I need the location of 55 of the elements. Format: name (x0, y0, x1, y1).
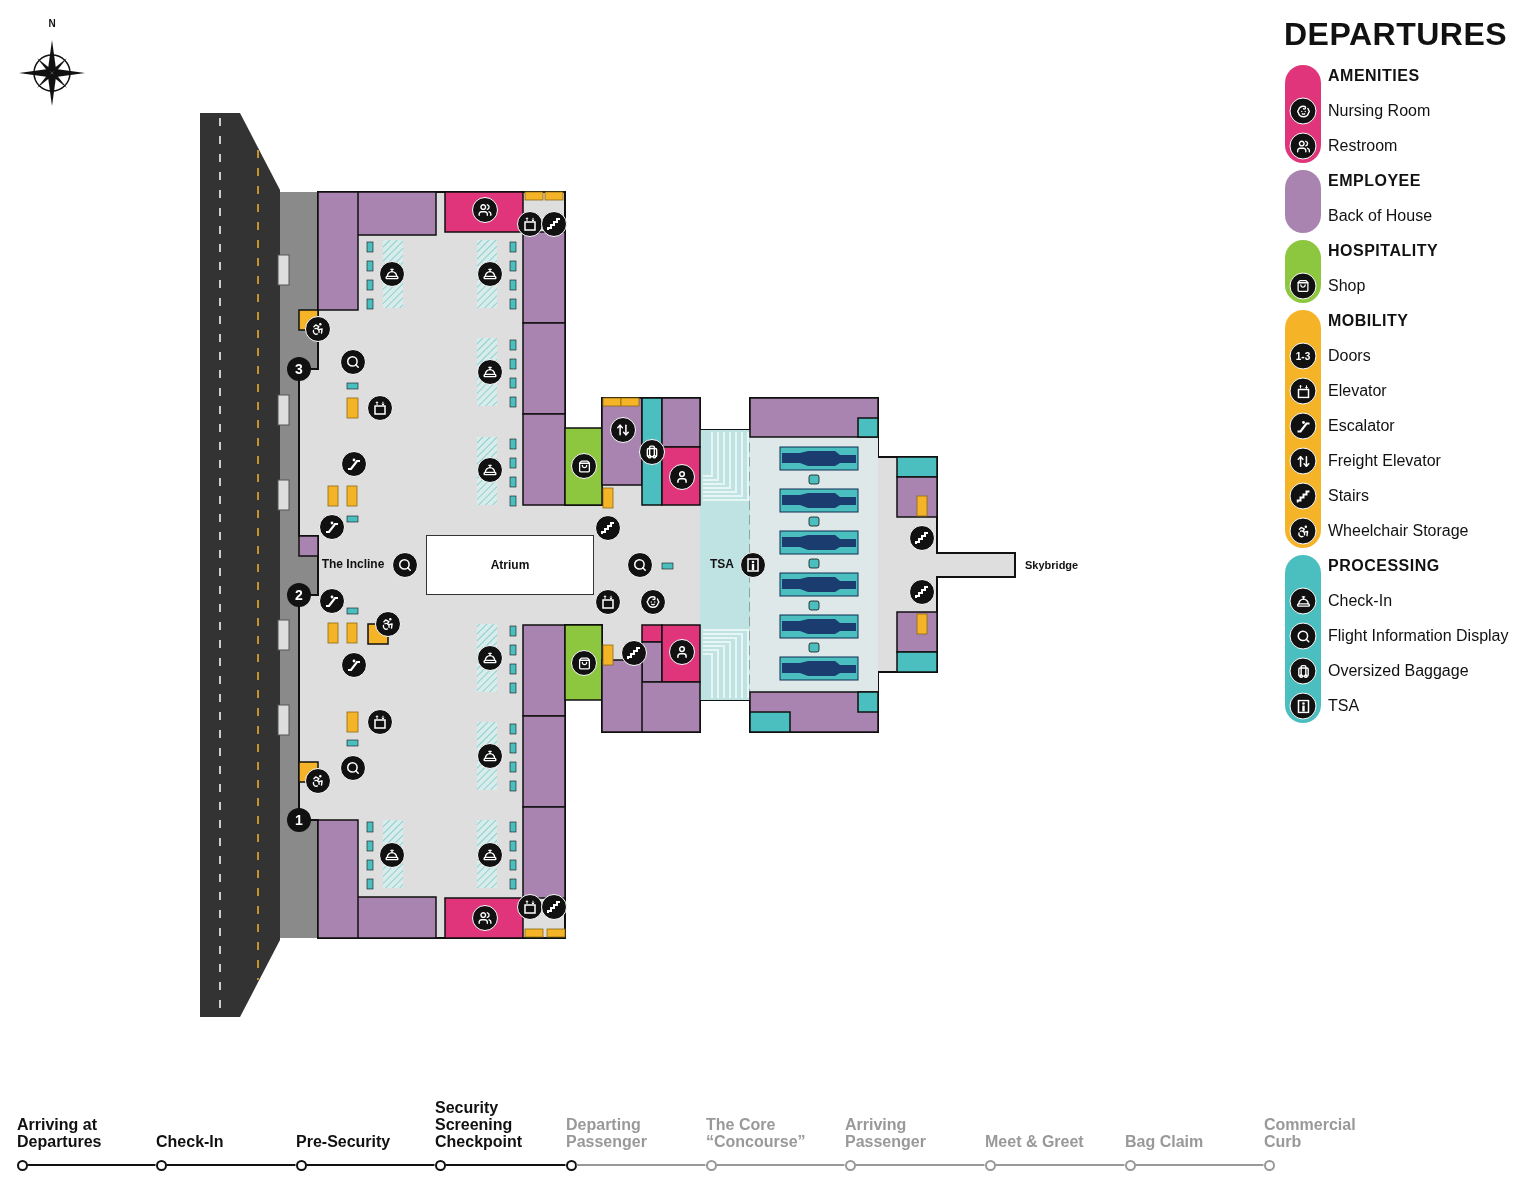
timeline-line (715, 1164, 846, 1166)
timeline-line (994, 1164, 1126, 1166)
legend-item: Stairs (1328, 487, 1369, 505)
stage-label: Arriving Passenger (845, 1116, 927, 1150)
legend-category: AMENITIES (1328, 67, 1420, 85)
legend-item: Nursing Room (1328, 102, 1431, 120)
stage-label: Security Screening Checkpoint (435, 1099, 524, 1150)
legend-category: MOBILITY (1328, 312, 1409, 330)
legend-item: Doors (1328, 347, 1371, 365)
legend-item: Back of House (1328, 207, 1433, 225)
legend-item: Freight Elevator (1328, 452, 1441, 470)
stage-label: Check-In (156, 1133, 225, 1150)
timeline-stop (1124, 1159, 1136, 1171)
legend-item: TSA (1328, 697, 1360, 715)
legend-item: Elevator (1328, 382, 1387, 400)
compass-letter: N (48, 17, 56, 29)
legend-item: Check-In (1328, 592, 1393, 610)
timeline-stop (434, 1159, 446, 1171)
timeline-line (305, 1164, 436, 1166)
timeline-stop (1263, 1159, 1275, 1171)
stage-label: Pre-Security (296, 1133, 392, 1150)
legend-item: Restroom (1328, 137, 1398, 155)
area-label: The Incline (321, 558, 385, 572)
legend-category: HOSPITALITY (1328, 242, 1439, 260)
stage-label: Meet & Greet (985, 1133, 1085, 1150)
area-label: TSA (710, 558, 734, 572)
room-name: Atrium (490, 558, 530, 572)
timeline-stop (984, 1159, 996, 1171)
legend-category: EMPLOYEE (1328, 172, 1421, 190)
timeline-stop (295, 1159, 307, 1171)
timeline-stop (705, 1159, 717, 1171)
legend-item: Wheelchair Storage (1328, 522, 1469, 540)
stage-label: Arriving at Departures (17, 1116, 103, 1150)
legend-category: PROCESSING (1328, 557, 1440, 575)
legend-item: Shop (1328, 277, 1366, 295)
timeline-line (26, 1164, 157, 1166)
timeline-stop (844, 1159, 856, 1171)
timeline-line (854, 1164, 986, 1166)
timeline-line (444, 1164, 567, 1166)
timeline-line (1134, 1164, 1265, 1166)
atrium-box (426, 535, 594, 595)
timeline-stop (565, 1159, 577, 1171)
timeline-line (575, 1164, 707, 1166)
stage-label: Commercial Curb (1264, 1116, 1357, 1150)
legend-title: DEPARTURES (1284, 16, 1508, 53)
timeline-stop (155, 1159, 167, 1171)
legend-item: Escalator (1328, 417, 1395, 435)
stage-label: Departing Passenger (566, 1116, 648, 1150)
stage-label: Bag Claim (1125, 1133, 1205, 1150)
legend-item: Oversized Baggage (1328, 662, 1469, 680)
area-label: Skybridge (1025, 558, 1079, 572)
stage-label: The Core “Concourse” (706, 1116, 807, 1150)
timeline-stop (16, 1159, 28, 1171)
timeline-line (165, 1164, 297, 1166)
legend-item: Flight Information Display (1328, 627, 1509, 645)
